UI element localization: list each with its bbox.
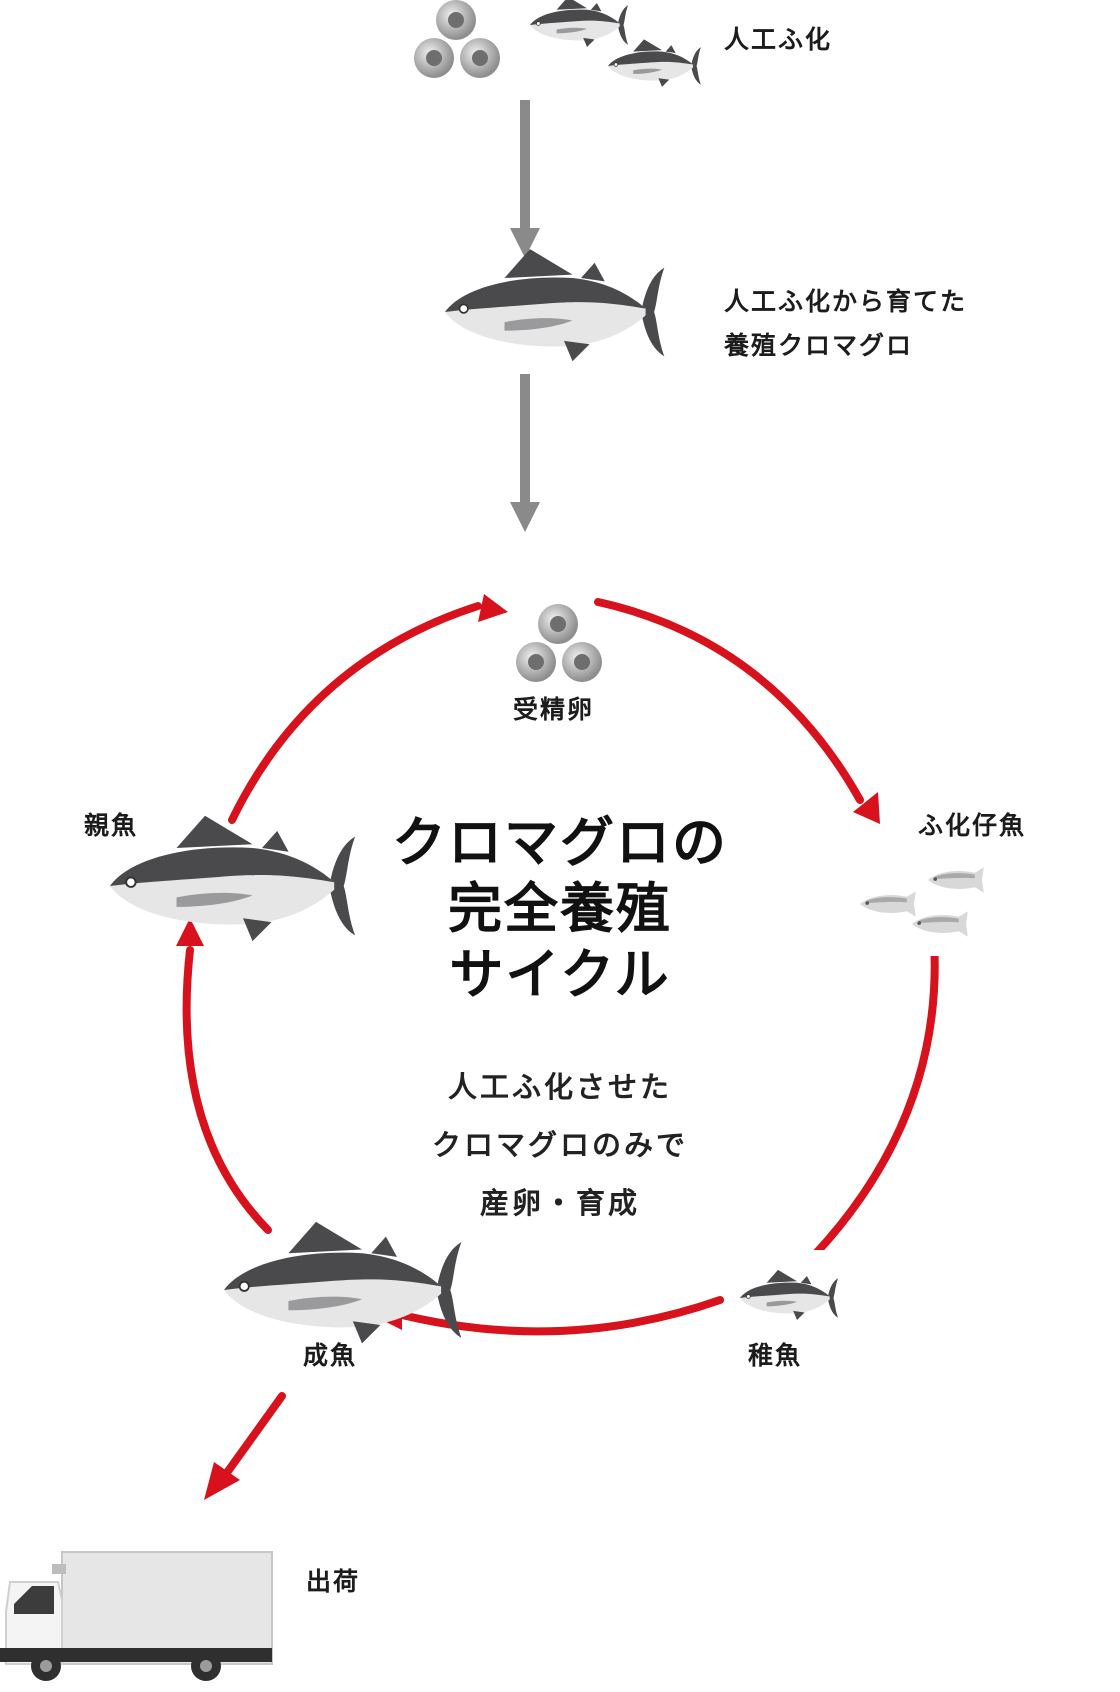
tuna-icon [444, 248, 666, 363]
tuna-icon [223, 1221, 463, 1345]
tuna-icon [529, 0, 629, 48]
label-larva: ふ化仔魚 [918, 811, 1027, 840]
cycle-title-line3: サイクル [449, 943, 671, 1006]
tuna-icon [109, 814, 357, 943]
label-broodstock: 親魚 [84, 811, 139, 840]
cycle-desc-line3: 産卵・育成 [479, 1186, 640, 1220]
exit-arrow [204, 1392, 286, 1500]
cycle-desc-line2: クロマグロのみで [431, 1128, 688, 1162]
cycle-desc-line1: 人工ふ化させた [447, 1070, 672, 1104]
tuna-icon [607, 39, 702, 88]
cycle-title: クロマグロの 完全養殖 サイクル [330, 810, 790, 1008]
label-shipment: 出荷 [306, 1567, 361, 1596]
label-hatching: 人工ふ化 [724, 25, 833, 54]
label-juvenile: 稚魚 [748, 1341, 803, 1370]
label-farmed-line2: 養殖クロマグロ [724, 331, 914, 360]
label-fertilized-egg: 受精卵 [513, 695, 595, 724]
flow-arrow [510, 100, 540, 532]
label-farmed-tuna: 人工ふ化から育てた 養殖クロマグロ [724, 280, 967, 368]
cycle-title-line2: 完全養殖 [448, 877, 672, 940]
cycle-title-line1: クロマグロの [392, 811, 728, 874]
truck-icon [0, 1551, 273, 1681]
label-adult: 成魚 [303, 1341, 358, 1370]
label-farmed-line1: 人工ふ化から育てた [724, 287, 968, 316]
cycle-description: 人工ふ化させた クロマグロのみで 産卵・育成 [360, 1058, 760, 1232]
egg-cluster-icon [414, 0, 500, 78]
